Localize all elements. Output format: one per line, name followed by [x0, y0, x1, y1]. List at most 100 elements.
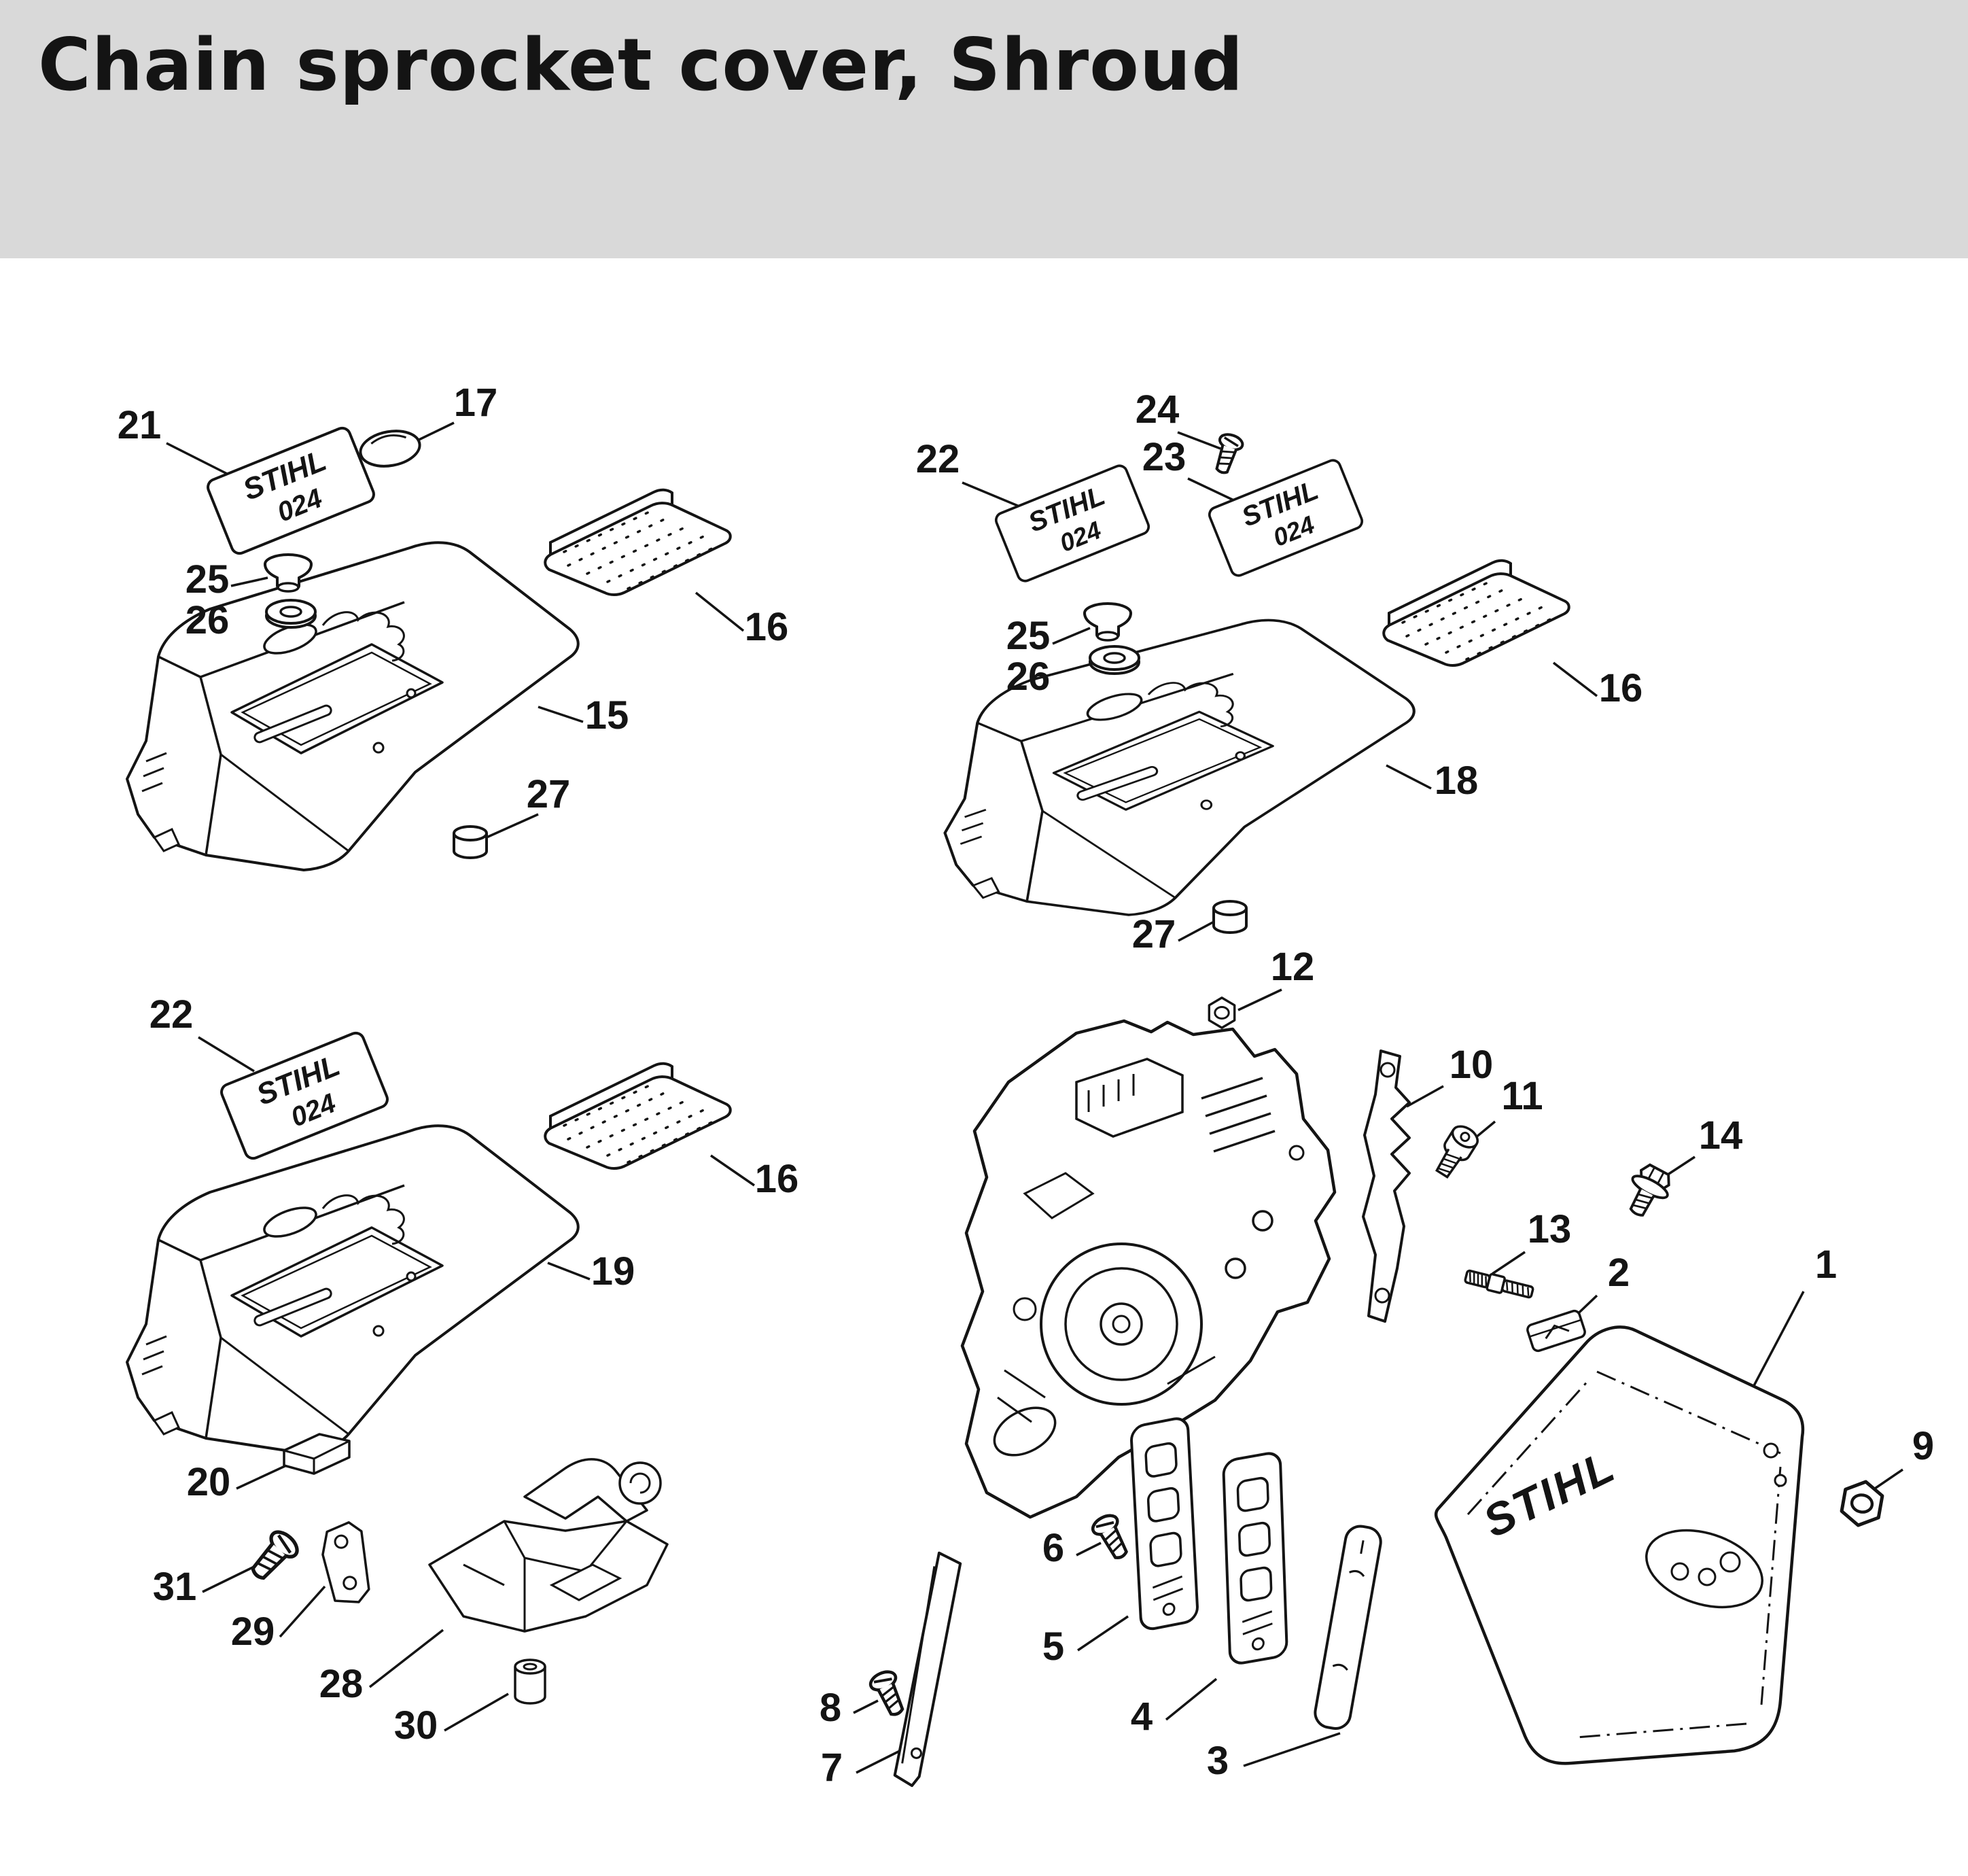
callout-14: 14 [1699, 1113, 1743, 1158]
screw-8-drawing [868, 1668, 910, 1719]
callout-31: 31 [153, 1565, 197, 1609]
bracket-29-drawing [317, 1519, 375, 1608]
heat-shield-16-b-drawing [1382, 559, 1570, 667]
callout-17: 17 [454, 381, 498, 425]
callout-2: 2 [1608, 1251, 1630, 1295]
leader-22-a [962, 481, 1020, 508]
leader-28 [368, 1629, 444, 1688]
callout-18: 18 [1435, 759, 1479, 803]
leader-6 [1076, 1542, 1102, 1557]
assembly-sprocket-cover: 12 10 11 14 13 2 1 9 6 5 4 3 8 7 [820, 945, 1934, 1790]
leader-13 [1492, 1251, 1526, 1275]
callout-28: 28 [319, 1662, 364, 1706]
model-plate-23-drawing [1206, 457, 1366, 579]
assembly-shroud-18: 24 22 23 25 26 18 16 27 [916, 387, 1643, 956]
buffer-27-a-drawing [453, 825, 488, 859]
leader-3 [1243, 1732, 1341, 1767]
leader-29 [279, 1585, 326, 1638]
callout-27-b: 27 [1132, 912, 1176, 956]
callout-7: 7 [821, 1745, 843, 1790]
leader-23 [1187, 477, 1240, 504]
shroud-19-drawing [126, 1124, 580, 1455]
callout-27-a: 27 [527, 772, 571, 816]
assembly-shroud-19: 22 19 16 20 31 29 28 30 [126, 992, 799, 1748]
plug-25-b-drawing [1083, 602, 1132, 642]
leader-1 [1749, 1291, 1805, 1393]
callout-9: 9 [1912, 1424, 1934, 1468]
callout-4: 4 [1131, 1695, 1153, 1739]
callout-16-b: 16 [1599, 666, 1643, 710]
callout-30: 30 [394, 1703, 438, 1748]
leader-22-b [198, 1036, 255, 1073]
leader-16-b [1552, 661, 1598, 697]
leader-12 [1237, 988, 1282, 1011]
screw-6-drawing [1090, 1512, 1134, 1563]
leader-4 [1165, 1678, 1218, 1721]
leader-24 [1177, 431, 1221, 450]
page-header-band: Chain sprocket cover, Shroud [0, 0, 1968, 258]
callout-5: 5 [1042, 1625, 1064, 1669]
nut-12-drawing [1208, 996, 1236, 1029]
screw-31-drawing [245, 1527, 302, 1585]
leader-15 [538, 706, 584, 723]
leader-19 [547, 1262, 591, 1281]
leader-lines-d [853, 988, 1903, 1774]
leader-25-b [1052, 627, 1091, 645]
leader-5 [1077, 1615, 1129, 1652]
chain-catcher-10-drawing [1362, 1049, 1411, 1323]
leader-25-a [230, 576, 268, 587]
screw-11-drawing [1429, 1121, 1483, 1183]
model-plate-22-a-drawing [992, 462, 1153, 585]
callout-19: 19 [591, 1249, 635, 1293]
assembly-shroud-15: 21 17 25 26 15 16 27 [118, 381, 789, 871]
leader-16-c [710, 1154, 755, 1187]
callout-22-b: 22 [150, 992, 194, 1037]
callout-16-c: 16 [755, 1157, 799, 1201]
callout-20: 20 [187, 1460, 231, 1504]
washer-26-a-drawing [265, 599, 317, 629]
leader-16-a [695, 591, 745, 632]
wedge-7-drawing [894, 1551, 961, 1788]
page-title: Chain sprocket cover, Shroud [38, 23, 1244, 107]
callout-26-a: 26 [186, 598, 230, 642]
heat-shield-16-a-drawing [544, 488, 732, 596]
leader-lines-c [198, 1036, 755, 1732]
callout-29: 29 [231, 1610, 275, 1654]
callout-8: 8 [820, 1686, 841, 1730]
cap-17-drawing [356, 425, 424, 472]
callout-25-b: 25 [1006, 614, 1051, 658]
callout-3: 3 [1207, 1739, 1229, 1783]
leader-30 [444, 1692, 509, 1732]
callout-12: 12 [1271, 945, 1315, 989]
leader-8 [853, 1699, 879, 1714]
bushing-30-drawing [514, 1658, 546, 1705]
callout-11: 11 [1501, 1074, 1543, 1118]
bolt-14-drawing [1617, 1159, 1678, 1224]
sprocket-cover-1-drawing [1436, 1327, 1803, 1763]
leader-7 [856, 1747, 906, 1774]
strip-3-drawing [1311, 1523, 1385, 1733]
washer-26-b-drawing [1089, 645, 1140, 675]
leader-31 [202, 1563, 259, 1593]
leader-10 [1406, 1085, 1444, 1108]
slide-4-drawing [1223, 1451, 1288, 1665]
callout-10: 10 [1449, 1043, 1494, 1087]
leader-18 [1386, 764, 1432, 790]
callout-21: 21 [118, 403, 162, 447]
callout-24: 24 [1136, 387, 1180, 432]
screw-24-drawing [1210, 432, 1244, 476]
callout-13: 13 [1528, 1207, 1572, 1251]
stud-13-drawing [1462, 1267, 1536, 1302]
baffle-28-drawing [428, 1458, 669, 1633]
callout-1: 1 [1815, 1243, 1837, 1287]
callout-26-b: 26 [1006, 655, 1051, 699]
clip-2-drawing [1525, 1308, 1587, 1354]
model-plate-21-drawing [204, 424, 378, 557]
heat-shield-16-c-drawing [544, 1062, 732, 1170]
callout-6: 6 [1042, 1526, 1064, 1570]
callout-16-a: 16 [745, 605, 789, 649]
callout-25-a: 25 [186, 557, 230, 602]
leader-20 [236, 1461, 293, 1490]
